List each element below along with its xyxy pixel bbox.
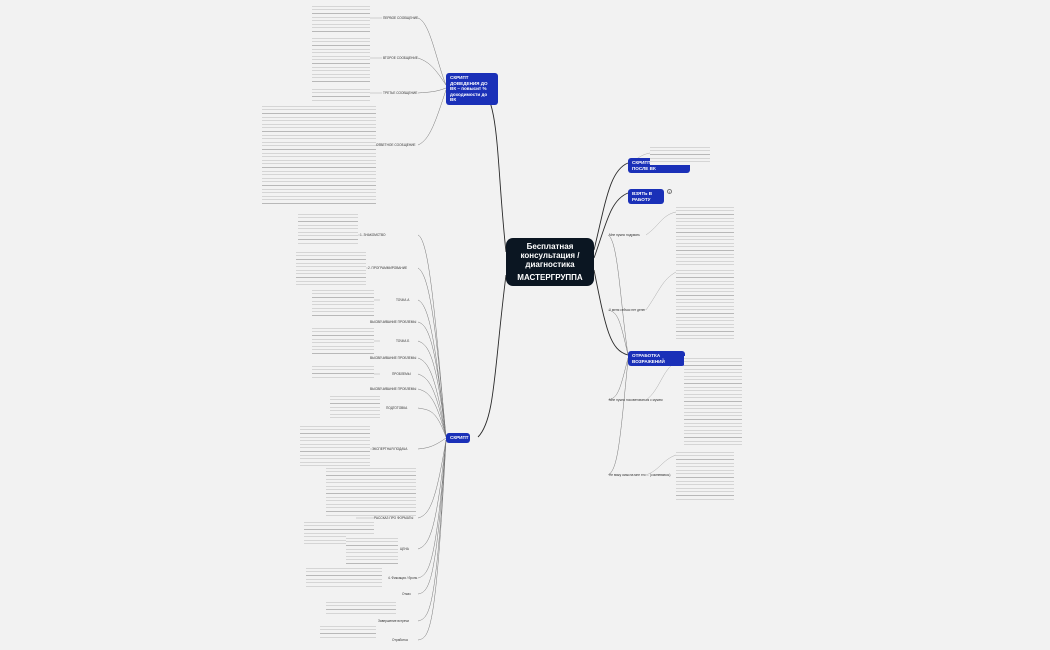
sub-vysvechivanie-3[interactable]: ВЫСВЕЧИВАНИЕ ПРОБЛЕМЫ — [370, 387, 417, 391]
sub-zavershenie[interactable]: Завершение встречи — [378, 619, 410, 623]
note-block — [312, 288, 374, 318]
note-block — [312, 364, 374, 380]
note-block — [320, 624, 376, 640]
sub-muzh[interactable]: Мне нужно посоветоваться с мужем — [609, 398, 663, 402]
note-block — [326, 466, 416, 516]
central-node[interactable]: Бесплатная консультация / диагностика МА… — [506, 238, 594, 286]
note-block — [312, 326, 374, 354]
sub-somnevayus[interactable]: Не вижу смысла мне это ... (сомневаюсь) — [609, 473, 671, 477]
sub-otvetnoe[interactable]: ОТВЕТНОЕ СООБЩЕНИЕ — [376, 143, 416, 147]
sub-pervoe[interactable]: ПЕРВОЕ СООБЩЕНИЕ — [383, 16, 419, 20]
note-block — [330, 394, 380, 418]
note-block — [676, 205, 734, 265]
sub-tochka-a[interactable]: ТОЧКА А — [396, 298, 410, 302]
sub-podgotovka[interactable]: ПОДГОТОВКА — [386, 406, 408, 410]
branch-vozrazheniya[interactable]: ОТРАБОТКА ВОЗРАЖЕНИЙ — [628, 351, 685, 366]
note-block — [312, 36, 370, 84]
sub-podumat[interactable]: Мне нужно подумать — [609, 233, 640, 237]
sub-otkaz[interactable]: Отказ — [402, 592, 411, 596]
sub-vysvechivanie-2[interactable]: ВЫСВЕЧИВАНИЕ ПРОБЛЕМЫ — [370, 356, 417, 360]
sub-net-deneg[interactable]: У меня сейчас нет денег — [609, 308, 646, 312]
sub-tsena[interactable]: ЦЕНА — [400, 547, 409, 551]
central-subtitle: МАСТЕРГРУППА — [517, 273, 583, 283]
note-block — [676, 450, 734, 502]
count-badge: 1 — [667, 189, 672, 194]
sub-vysvechivanie-1[interactable]: ВЫСВЕЧИВАНИЕ ПРОБЛЕМЫ — [370, 320, 417, 324]
sub-programmirovanie[interactable]: 2. ПРОГРАММИРОВАНИЕ — [368, 266, 408, 270]
branch-dovedenie[interactable]: СКРИПТ ДОВЕДЕНИЯ ДО ВК – повысит % доход… — [446, 73, 498, 105]
sub-znakomstvo[interactable]: 1. ЗНАКОМСТВО — [360, 233, 386, 237]
branch-skript[interactable]: СКРИПТ — [446, 433, 470, 443]
note-block — [298, 212, 358, 246]
sub-fiksatsiya[interactable]: 4. Фиксация / бронь — [388, 576, 418, 580]
sub-otrabotka[interactable]: Отработка — [392, 638, 408, 642]
sub-problemy[interactable]: ПРОБЛЕМЫ — [392, 372, 411, 376]
sub-tochka-b[interactable]: ТОЧКА Б — [396, 339, 410, 343]
note-block — [346, 536, 398, 566]
note-block — [650, 145, 710, 165]
sub-vtoroe[interactable]: ВТОРОЕ СООБЩЕНИЕ — [383, 56, 418, 60]
note-block — [312, 87, 370, 101]
sub-formaty[interactable]: РАССКАЗ ПРО ФОРМАТЫ — [374, 516, 414, 520]
note-block — [296, 250, 366, 286]
sub-tretye[interactable]: ТРЕТЬЕ СООБЩЕНИЕ — [383, 91, 418, 95]
central-title: Бесплатная консультация / диагностика — [520, 241, 580, 270]
sub-ekspertnaya[interactable]: ЭКСПЕРТНАЯ ПОДАЧА — [372, 447, 408, 451]
note-block — [684, 356, 742, 446]
note-block — [300, 424, 370, 466]
note-block — [326, 600, 396, 616]
note-block — [312, 4, 370, 32]
branch-vzyat[interactable]: ВЗЯТЬ В РАБОТУ — [628, 189, 664, 204]
note-block — [676, 268, 734, 340]
note-block — [262, 104, 376, 204]
note-block — [306, 566, 382, 588]
